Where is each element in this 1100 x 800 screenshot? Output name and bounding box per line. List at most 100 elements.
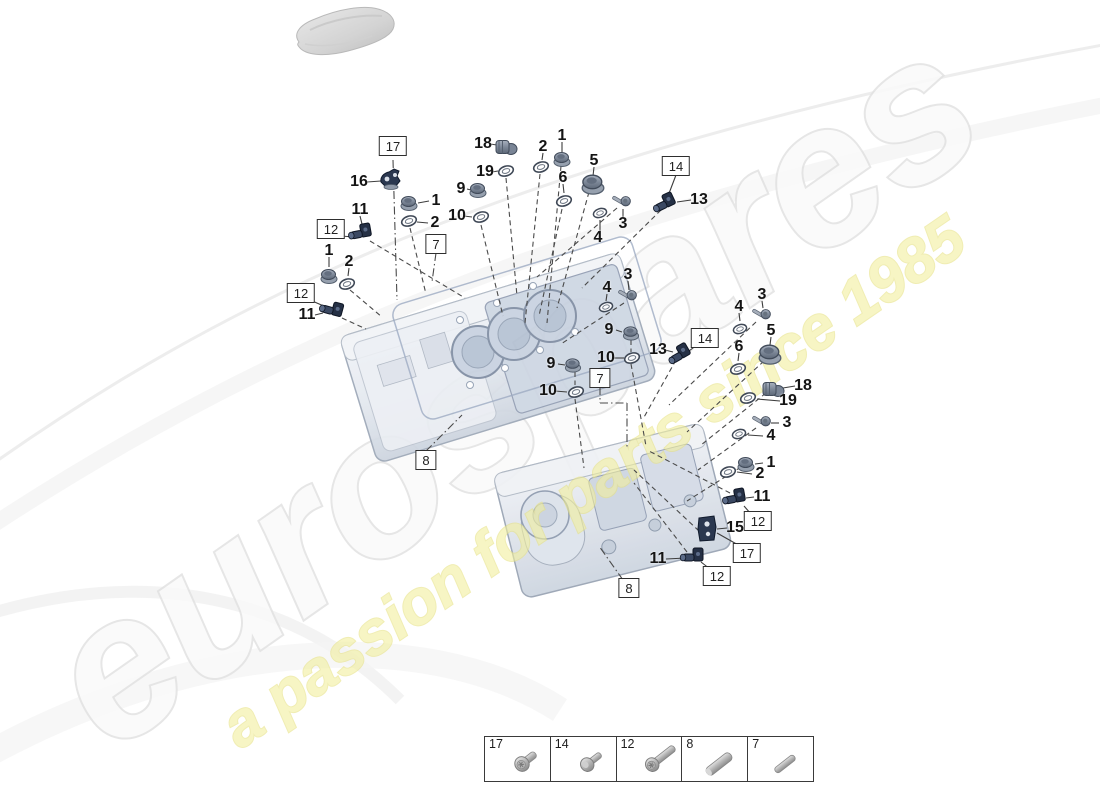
part-callout-4: 4 bbox=[734, 298, 744, 315]
part-callout-4: 4 bbox=[602, 279, 612, 296]
leader-line bbox=[491, 170, 499, 173]
leader-line bbox=[431, 252, 437, 283]
leader-line bbox=[633, 469, 700, 532]
leader-line bbox=[341, 317, 367, 330]
part-callout-3: 3 bbox=[782, 414, 792, 431]
leader-line bbox=[463, 215, 473, 218]
part-callout-11: 11 bbox=[351, 201, 369, 218]
leader-line bbox=[745, 496, 755, 499]
legend-cell-12: 12 bbox=[617, 737, 683, 781]
leader-line bbox=[686, 360, 765, 433]
leader-line bbox=[664, 349, 674, 353]
leader-line bbox=[633, 482, 688, 553]
leader-line bbox=[556, 191, 590, 309]
leader-line bbox=[541, 152, 544, 161]
part-callout-2: 2 bbox=[538, 138, 548, 155]
assembly-ref-8: 8 bbox=[618, 578, 640, 598]
stud-icon bbox=[703, 750, 735, 778]
part-callout-4: 4 bbox=[593, 229, 603, 246]
leader-line bbox=[761, 300, 764, 309]
assembly-ref-7: 7 bbox=[589, 368, 611, 388]
legend-cell-14: 14 bbox=[551, 737, 617, 781]
leader-line bbox=[369, 240, 466, 299]
leader-line bbox=[592, 166, 595, 177]
leader-line bbox=[359, 215, 363, 225]
engine-block-lower bbox=[494, 423, 732, 598]
part-callout-1: 1 bbox=[557, 127, 567, 144]
legend-cell-8: 8 bbox=[682, 737, 749, 781]
part-callout-9: 9 bbox=[604, 321, 614, 338]
assembly-ref-14: 14 bbox=[661, 156, 691, 176]
leader-line bbox=[425, 414, 463, 452]
leader-line bbox=[615, 329, 623, 333]
part-callout-3: 3 bbox=[618, 215, 628, 232]
leader-line bbox=[648, 450, 731, 494]
leader-line bbox=[747, 434, 764, 437]
assembly-ref-17: 17 bbox=[732, 543, 762, 563]
leader-line bbox=[560, 302, 625, 345]
leader-line bbox=[538, 208, 563, 317]
leader-line bbox=[366, 180, 382, 183]
leader-line bbox=[676, 199, 692, 203]
part-callout-15: 15 bbox=[726, 519, 744, 536]
car-silhouette bbox=[296, 6, 395, 56]
legend-number: 17 bbox=[489, 737, 503, 751]
leader-line bbox=[756, 398, 781, 402]
assembly-ref-14: 14 bbox=[690, 328, 720, 348]
torx-screw-short-icon bbox=[511, 747, 541, 775]
part-callout-10: 10 bbox=[448, 207, 466, 224]
part-callout-11: 11 bbox=[649, 550, 667, 567]
assembly-ref-8: 8 bbox=[415, 450, 437, 470]
pan-head-screw-icon bbox=[576, 748, 606, 775]
leader-line bbox=[347, 267, 350, 277]
part-callout-18: 18 bbox=[794, 377, 812, 394]
leader-line bbox=[409, 227, 427, 295]
part-callout-1: 1 bbox=[324, 242, 334, 259]
leader-line bbox=[736, 471, 753, 475]
part-callout-9: 9 bbox=[546, 355, 556, 372]
part-callout-5: 5 bbox=[589, 152, 599, 169]
part-callout-6: 6 bbox=[558, 169, 568, 186]
part-callout-2: 2 bbox=[755, 465, 765, 482]
part-callout-11: 11 bbox=[753, 488, 771, 505]
leader-line bbox=[554, 390, 568, 393]
leader-line bbox=[417, 200, 430, 204]
part-callout-13: 13 bbox=[690, 191, 708, 208]
part-callout-10: 10 bbox=[597, 349, 615, 366]
assembly-ref-17: 17 bbox=[378, 136, 408, 156]
leader-line bbox=[536, 207, 618, 278]
leader-line bbox=[716, 527, 728, 530]
leader-line bbox=[574, 398, 585, 469]
leader-line bbox=[630, 363, 647, 447]
leader-line bbox=[505, 177, 518, 297]
legend-cell-7: 7 bbox=[748, 737, 813, 781]
part-callout-10: 10 bbox=[539, 382, 557, 399]
leader-line bbox=[627, 280, 630, 291]
part-callout-5: 5 bbox=[766, 322, 776, 339]
leader-line bbox=[416, 221, 429, 224]
fastener-legend: 17 14 12 8 7 bbox=[484, 736, 814, 782]
leader-line bbox=[598, 545, 624, 581]
part-callout-1: 1 bbox=[766, 454, 776, 471]
part-callout-9: 9 bbox=[456, 180, 466, 197]
part-callout-6: 6 bbox=[734, 338, 744, 355]
leader-line bbox=[769, 336, 772, 346]
dowel-pin-icon bbox=[773, 753, 797, 775]
leader-line bbox=[349, 289, 383, 318]
legend-number: 12 bbox=[620, 737, 635, 751]
part-callout-18: 18 bbox=[474, 135, 492, 152]
assembly-ref-12: 12 bbox=[316, 219, 346, 239]
leader-line bbox=[557, 363, 566, 366]
legend-number: 8 bbox=[686, 737, 694, 751]
assembly-ref-12: 12 bbox=[286, 283, 316, 303]
legend-number: 14 bbox=[554, 737, 569, 751]
leader-line bbox=[605, 293, 608, 302]
leader-line bbox=[697, 427, 757, 471]
leader-line bbox=[642, 359, 677, 420]
part-callout-2: 2 bbox=[430, 214, 440, 231]
assembly-ref-12: 12 bbox=[743, 511, 773, 531]
part-callout-3: 3 bbox=[757, 286, 767, 303]
leader-line bbox=[480, 224, 504, 317]
part-callout-19: 19 bbox=[779, 392, 797, 409]
